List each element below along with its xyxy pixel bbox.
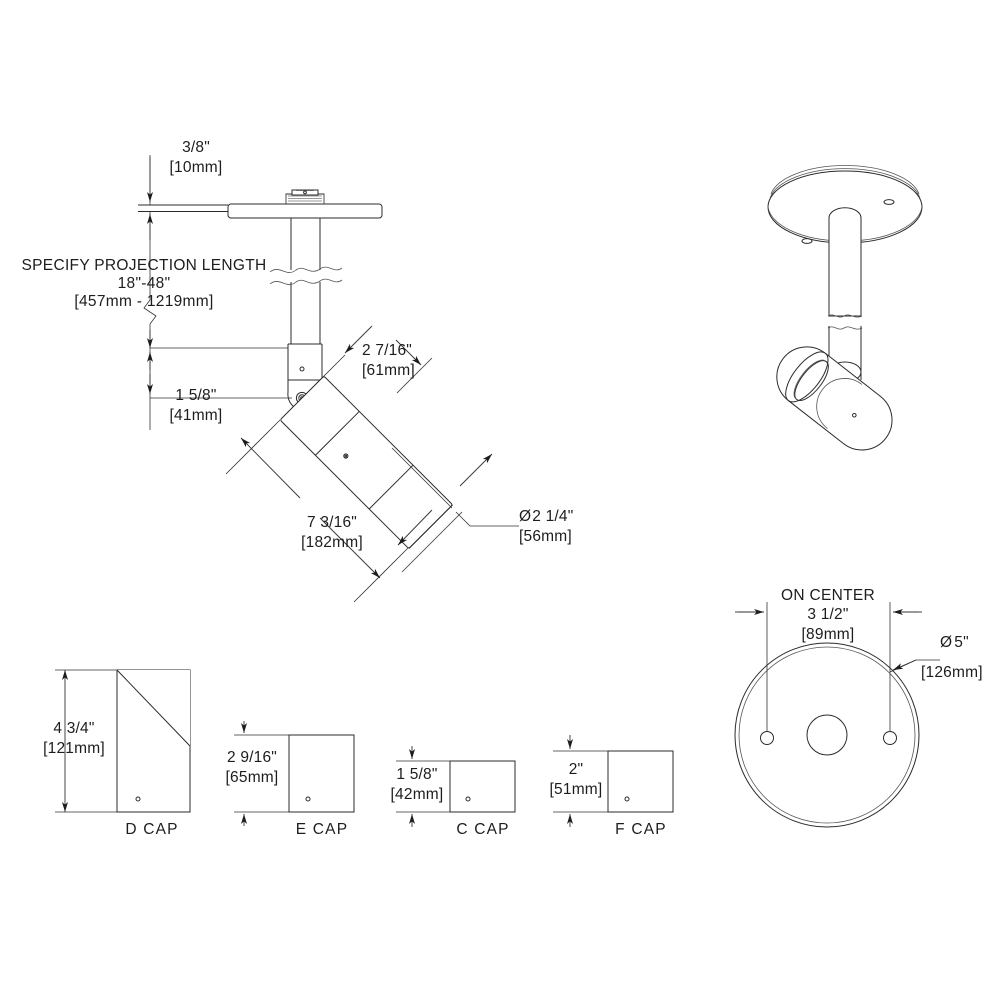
d-cap-label: D CAP (125, 821, 178, 838)
swivel-offset-metric: [41mm] (170, 407, 223, 424)
c-cap-screw (465, 796, 471, 802)
f-cap-label: F CAP (615, 821, 667, 838)
head-length-metric: [182mm] (301, 534, 363, 551)
iso-canopy (767, 165, 923, 244)
dim-c-cap-height (396, 746, 450, 827)
canopy-diameter-symbol: Ø (940, 634, 952, 651)
stem-elevation-view: 3/8" [10mm] SPECIFY PROJECTION LENGTH 18… (22, 139, 573, 603)
projection-note-line3: [457mm - 1219mm] (74, 293, 213, 310)
dim-canopy-diameter (889, 659, 940, 673)
canopy-inner-circle (738, 646, 916, 824)
cap-e-group: 2 9/16" [65mm] E CAP (226, 721, 355, 838)
c-cap-body (449, 760, 516, 813)
head-diameter-metric: [56mm] (519, 528, 572, 545)
f-cap-body (607, 750, 674, 813)
on-center-label: ON CENTER (781, 587, 875, 604)
diameter-symbol: Ø (519, 508, 531, 525)
dim-head-shoulder (301, 325, 433, 399)
f-cap-screw (624, 796, 630, 802)
c-cap-label: C CAP (456, 821, 509, 838)
dim-e-cap-height (234, 721, 289, 826)
canopy-plate (227, 189, 383, 219)
swivel-offset-imperial: 1 5/8" (175, 387, 216, 404)
dim-on-center (735, 602, 922, 731)
f-cap-height-metric: [51mm] (550, 781, 603, 798)
on-center-metric: [89mm] (802, 626, 855, 643)
projection-note-line2: 18"-48" (118, 275, 171, 292)
e-cap-height-imperial: 2 9/16" (227, 749, 277, 766)
angled-cylinder-head (280, 376, 453, 549)
head-diameter-value: 2 1/4" (532, 508, 573, 525)
cap-c-group: 1 5/8" [42mm] C CAP (391, 746, 516, 838)
e-cap-body (288, 734, 355, 813)
d-cap-height-metric: [121mm] (43, 740, 105, 757)
dim-projection-length (143, 240, 157, 352)
cap-d-group: 4 3/4" [121mm] D CAP (43, 669, 191, 838)
e-cap-screw (305, 796, 311, 802)
isometric-fixture-view (767, 165, 923, 451)
on-center-imperial: 3 1/2" (807, 606, 848, 623)
head-length-imperial: 7 3/16" (307, 514, 357, 531)
canopy-diameter-value: 5" (954, 634, 969, 651)
head-shoulder-metric: [61mm] (362, 362, 415, 379)
head-diameter-imperial: Ø2 1/4" (519, 508, 573, 525)
f-cap-height-imperial: 2" (569, 761, 584, 778)
dim-head-diameter (391, 447, 519, 573)
e-cap-label: E CAP (296, 821, 349, 838)
cap-f-group: 2" [51mm] F CAP (550, 735, 674, 838)
projection-note-line1: SPECIFY PROJECTION LENGTH (22, 257, 267, 274)
dim-f-cap-height (553, 735, 608, 827)
mounting-hole-right (883, 731, 897, 745)
canopy-thickness-imperial: 3/8" (182, 139, 210, 156)
dim-swivel-offset (146, 347, 292, 430)
dim-head-length (225, 419, 409, 603)
iso-head (776, 346, 893, 451)
c-cap-height-metric: [42mm] (391, 786, 444, 803)
d-cap-height-imperial: 4 3/4" (53, 720, 94, 737)
head-shoulder-imperial: 2 7/16" (362, 342, 412, 359)
canopy-thickness-metric: [10mm] (170, 159, 223, 176)
mounting-hole-left (760, 731, 774, 745)
canopy-diameter-metric: [126mm] (921, 664, 983, 681)
d-cap-screw (135, 796, 141, 802)
dim-d-cap-height (55, 669, 117, 813)
canopy-center-hole (806, 714, 848, 756)
c-cap-height-imperial: 1 5/8" (396, 766, 437, 783)
stem-tube (269, 218, 343, 344)
e-cap-height-metric: [65mm] (226, 769, 279, 786)
